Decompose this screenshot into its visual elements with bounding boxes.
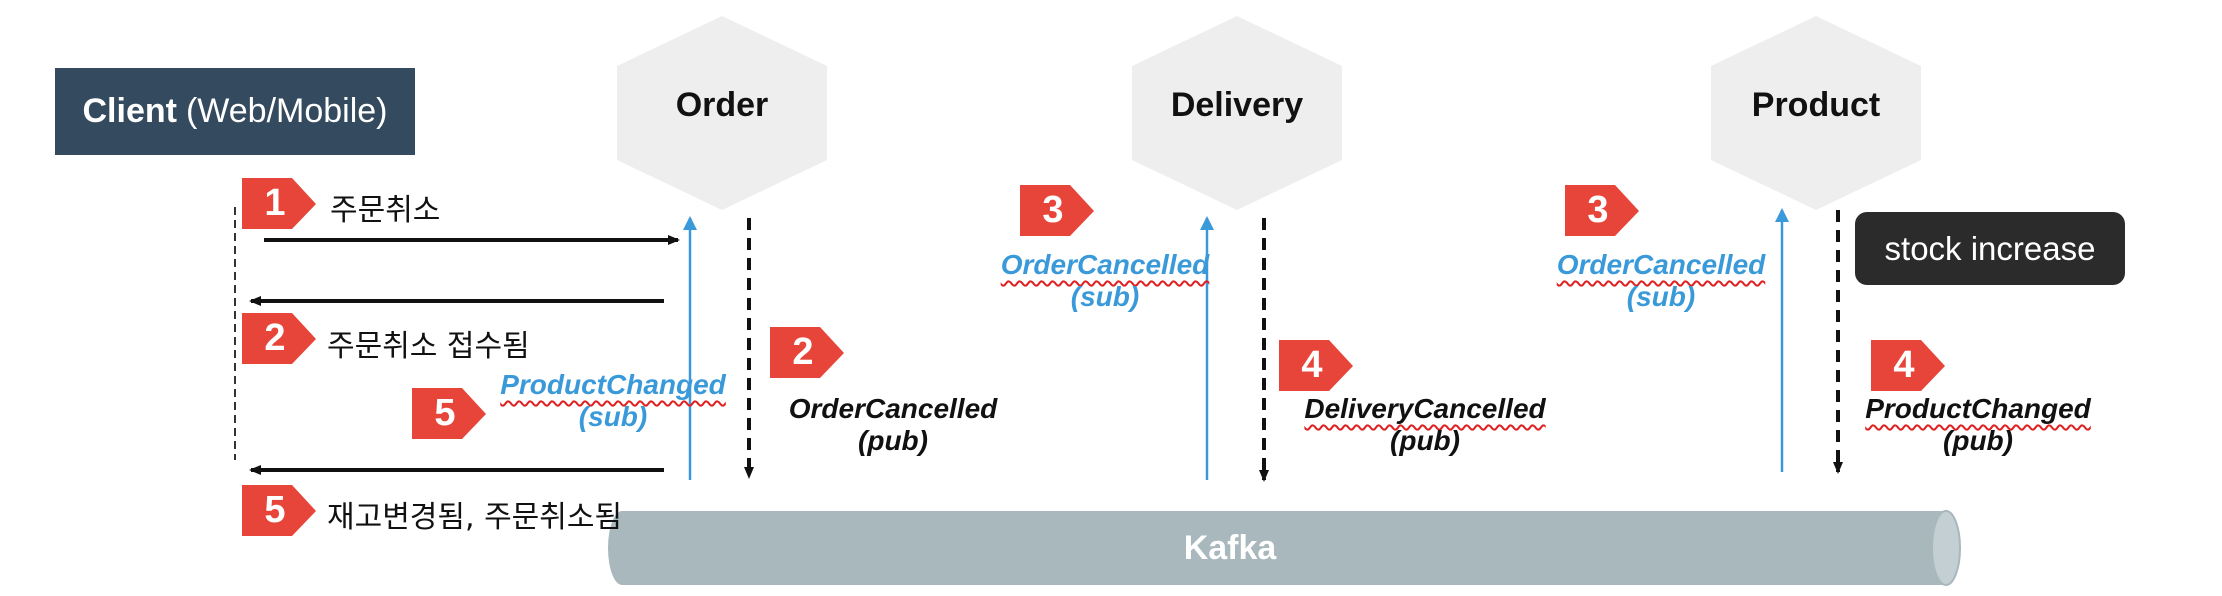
stock-changed-cancelled-label: 재고변경됨, 주문취소됨 — [327, 500, 623, 535]
step-badge-2-client-shape — [242, 313, 316, 364]
event-name: OrderCancelled — [1556, 249, 1766, 280]
step-badge-5-client-shape — [242, 485, 316, 536]
event-name: OrderCancelled — [788, 393, 998, 424]
product-hexagon — [1711, 16, 1921, 210]
cancel-request-label: 주문취소 — [330, 193, 441, 228]
step-badge-5-sub-shape — [412, 388, 486, 439]
step-badge-3-product: 3 — [1587, 189, 1609, 231]
step-badge-4-delivery: 4 — [1301, 344, 1323, 386]
step-badge-3-delivery-shape — [1020, 185, 1094, 236]
order-service-label: Order — [675, 86, 769, 124]
event-kind: (pub) — [1943, 425, 2013, 456]
step-badge-3-product-shape — [1565, 185, 1639, 236]
step-badge-2-client: 2 — [264, 317, 286, 359]
step-badge-2-order-shape — [770, 327, 844, 378]
delivery-cancelled-pub-label: DeliveryCancelled (pub) — [1290, 393, 1560, 457]
step-badge-1: 1 — [264, 182, 286, 224]
step-badge-3-delivery: 3 — [1042, 189, 1064, 231]
event-kind: (sub) — [1626, 281, 1696, 312]
delivery-order-cancelled-sub-label: OrderCancelled (sub) — [985, 249, 1225, 313]
step-badge-2-order: 2 — [792, 331, 814, 373]
kafka-label: Kafka — [1183, 529, 1277, 567]
event-kind: (pub) — [858, 425, 928, 456]
delivery-hexagon — [1132, 16, 1342, 210]
product-service-label: Product — [1751, 86, 1881, 124]
event-kind: (sub) — [1070, 281, 1140, 312]
product-order-cancelled-sub-label: OrderCancelled (sub) — [1541, 249, 1781, 313]
step-badge-5-sub: 5 — [434, 392, 456, 434]
client-box: Client (Web/Mobile) — [55, 68, 415, 155]
step-badge-4-product: 4 — [1893, 344, 1915, 386]
event-kind: (sub) — [578, 401, 648, 432]
step-badge-4-product-shape — [1871, 340, 1945, 391]
event-kind: (pub) — [1390, 425, 1460, 456]
event-name: ProductChanged — [500, 369, 726, 400]
event-name: ProductChanged — [1865, 393, 2091, 424]
client-detail: (Web/Mobile) — [185, 92, 388, 130]
event-name: DeliveryCancelled — [1304, 393, 1546, 424]
event-name: OrderCancelled — [1000, 249, 1210, 280]
product-changed-pub-label: ProductChanged (pub) — [1853, 393, 2103, 457]
client-name: Client — [82, 92, 177, 130]
step-badge-1-shape — [242, 178, 316, 229]
cancel-accepted-label: 주문취소 접수됨 — [327, 329, 530, 364]
order-cancelled-pub-label: OrderCancelled (pub) — [768, 393, 1018, 457]
kafka-bus — [608, 510, 1961, 586]
delivery-service-label: Delivery — [1170, 86, 1304, 124]
order-product-changed-sub-label: ProductChanged (sub) — [488, 369, 738, 433]
order-hexagon — [617, 16, 827, 210]
stock-increase-box: stock increase — [1855, 212, 2125, 285]
step-badge-5-client: 5 — [264, 489, 286, 531]
step-badge-4-delivery-shape — [1279, 340, 1353, 391]
